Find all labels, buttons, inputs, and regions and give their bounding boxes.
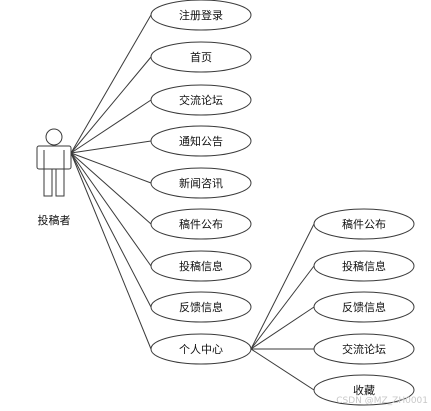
use-case-forum-ellipse: [150, 84, 252, 116]
use-case-home-label: 首页: [190, 50, 212, 64]
association-news: [70, 152, 152, 184]
use-case-sub-submission-ellipse: [313, 250, 415, 282]
use-case-notice-label: 通知公告: [179, 134, 223, 148]
actor-label: 投稿者: [38, 213, 71, 227]
association-home: [70, 56, 152, 154]
use-case-sub-favorites: 收藏: [313, 374, 415, 406]
use-case-sub-forum-ellipse: [313, 333, 415, 365]
association-notice: [70, 140, 152, 154]
use-case-manuscript-label: 稿件公布: [179, 217, 223, 231]
association-manuscript: [70, 152, 152, 225]
use-case-feedback: 反馈信息: [150, 291, 252, 323]
use-case-manuscript-ellipse: [150, 208, 252, 240]
use-case-sub-submission-label: 投稿信息: [342, 259, 386, 273]
use-case-sub-feedback: 反馈信息: [313, 291, 415, 323]
association-forum: [70, 99, 152, 154]
association-lines: [70, 14, 315, 391]
use-case-submission-label: 投稿信息: [179, 259, 223, 273]
use-case-sub-favorites-label: 收藏: [353, 383, 375, 397]
use-case-feedback-ellipse: [150, 291, 252, 323]
use-case-sub-manuscript: 稿件公布: [313, 208, 415, 240]
use-case-register-label: 注册登录: [179, 8, 223, 22]
use-case-personal: 个人中心: [150, 333, 252, 365]
use-case-notice-ellipse: [150, 125, 252, 157]
association-register: [70, 14, 152, 154]
association-sub-feedback: [250, 306, 315, 350]
use-case-sub-forum-label: 交流论坛: [342, 342, 386, 356]
use-case-news-ellipse: [150, 167, 252, 199]
use-case-submission-ellipse: [150, 250, 252, 282]
association-submission: [70, 152, 152, 267]
use-case-sub-feedback-ellipse: [313, 291, 415, 323]
use-case-register: 注册登录: [150, 0, 252, 31]
actor-figure: 投稿者: [36, 128, 72, 227]
use-case-feedback-label: 反馈信息: [179, 300, 223, 314]
use-case-sub-submission: 投稿信息: [313, 250, 415, 282]
association-personal: [70, 152, 152, 350]
use-case-notice: 通知公告: [150, 125, 252, 157]
use-case-sub-manuscript-ellipse: [313, 208, 415, 240]
use-case-submission: 投稿信息: [150, 250, 252, 282]
use-case-personal-label: 个人中心: [179, 343, 223, 356]
use-case-forum-label: 交流论坛: [179, 93, 223, 107]
use-case-home-ellipse: [150, 41, 252, 73]
actor-leg-left: [43, 168, 53, 197]
actor-body: [36, 145, 72, 170]
use-case-news-label: 新闻咨讯: [179, 176, 223, 190]
use-case-sub-forum: 交流论坛: [313, 333, 415, 365]
use-case-register-ellipse: [150, 0, 252, 31]
use-case-forum: 交流论坛: [150, 84, 252, 116]
actor-head: [45, 128, 63, 146]
use-case-home: 首页: [150, 41, 252, 73]
actor-leg-right: [55, 168, 65, 197]
association-sub-favorites: [250, 348, 315, 391]
use-case-sub-feedback-label: 反馈信息: [342, 300, 386, 314]
use-case-personal-ellipse: [150, 333, 252, 365]
watermark: CSDN @MZ_ZH0001: [336, 396, 428, 406]
use-case-sub-manuscript-label: 稿件公布: [342, 217, 386, 231]
use-case-news: 新闻咨讯: [150, 167, 252, 199]
association-sub-manuscript: [250, 223, 315, 350]
use-case-sub-favorites-ellipse: [313, 374, 415, 406]
use-case-manuscript: 稿件公布: [150, 208, 252, 240]
association-sub-submission: [250, 265, 315, 350]
association-feedback: [70, 152, 152, 308]
